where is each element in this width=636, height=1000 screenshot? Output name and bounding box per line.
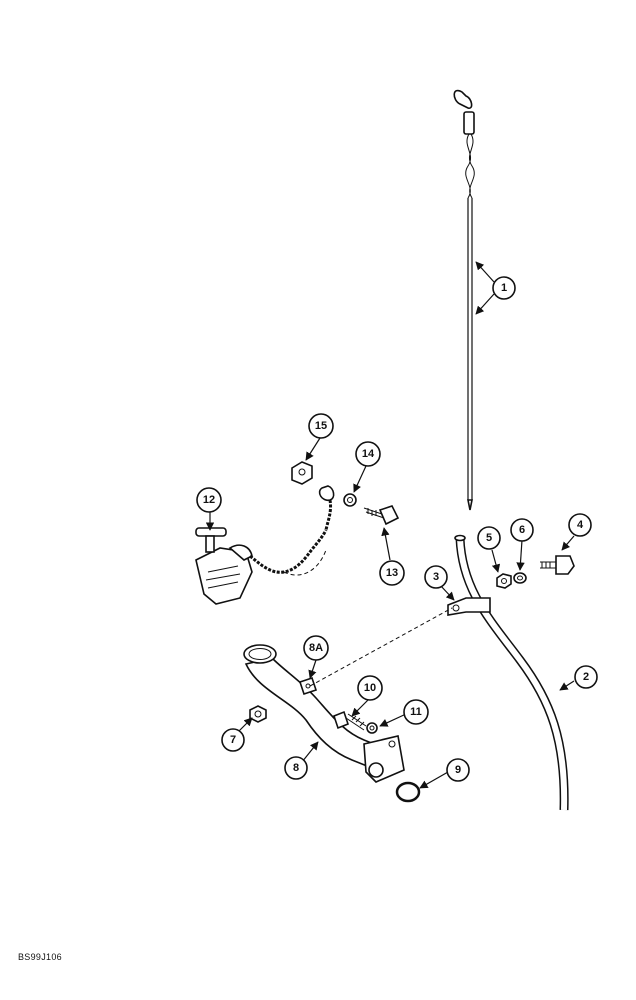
washer-11 xyxy=(366,722,378,734)
callout-4: 4 xyxy=(568,513,592,537)
callout-5: 5 xyxy=(477,526,501,550)
svg-text:8A: 8A xyxy=(309,642,323,654)
callout-2: 2 xyxy=(574,665,598,689)
filler-cap xyxy=(195,527,253,605)
svg-text:5: 5 xyxy=(486,532,492,544)
alignment-line xyxy=(309,607,453,687)
callout-13: 13 xyxy=(379,560,405,586)
svg-text:9: 9 xyxy=(455,764,461,776)
bolt-13 xyxy=(363,505,400,526)
svg-text:11: 11 xyxy=(410,706,422,718)
svg-text:6: 6 xyxy=(519,524,525,536)
lockwasher-6 xyxy=(513,572,527,584)
callout-1: 1 xyxy=(492,276,516,300)
bolt-10 xyxy=(333,710,367,731)
nut-7 xyxy=(249,705,267,723)
retaining-chain xyxy=(249,485,335,576)
svg-text:12: 12 xyxy=(203,494,215,506)
svg-text:10: 10 xyxy=(364,682,376,694)
callout-12: 12 xyxy=(196,487,222,513)
oil-filler-tube xyxy=(243,644,405,783)
dipstick-tube xyxy=(454,534,569,811)
svg-text:14: 14 xyxy=(362,448,375,460)
bracket-8a xyxy=(298,676,318,696)
svg-text:1: 1 xyxy=(501,282,507,294)
svg-text:15: 15 xyxy=(315,420,327,432)
callout-10: 10 xyxy=(357,675,383,701)
nut-15 xyxy=(291,461,313,485)
tube-clip xyxy=(447,597,491,616)
washer-14 xyxy=(343,493,357,507)
callout-8a: 8A xyxy=(303,635,329,661)
callout-3: 3 xyxy=(424,565,448,589)
dipstick xyxy=(453,89,475,511)
callout-7: 7 xyxy=(221,728,245,752)
callout-8: 8 xyxy=(284,756,308,780)
callout-15: 15 xyxy=(308,413,334,439)
svg-text:3: 3 xyxy=(433,571,439,583)
svg-text:13: 13 xyxy=(386,567,398,579)
svg-text:7: 7 xyxy=(230,734,236,746)
leader-lines xyxy=(205,261,575,789)
figure-code: BS99J106 xyxy=(18,952,62,962)
o-ring-9 xyxy=(395,781,421,803)
callout-11: 11 xyxy=(403,699,429,725)
callout-9: 9 xyxy=(446,758,470,782)
nut-5 xyxy=(496,573,512,589)
callout-14: 14 xyxy=(355,441,381,467)
svg-text:2: 2 xyxy=(583,671,589,683)
bolt-4 xyxy=(540,555,575,575)
svg-text:8: 8 xyxy=(293,762,299,774)
callout-6: 6 xyxy=(510,518,534,542)
svg-text:4: 4 xyxy=(577,519,584,531)
